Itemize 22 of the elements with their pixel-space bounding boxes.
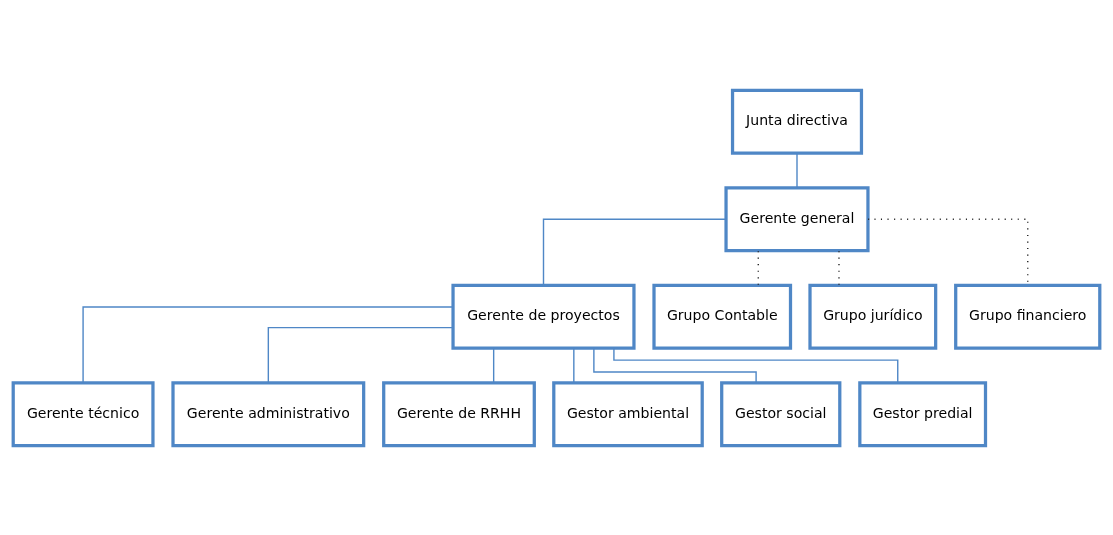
connector: [267, 326, 454, 383]
node-box: Gestor predial: [858, 380, 988, 447]
connector: [757, 249, 759, 286]
node-box: Gerente de RRHH: [382, 380, 536, 447]
node-box: Grupo financiero: [954, 283, 1102, 350]
connector: [593, 347, 757, 383]
node-box: Grupo jurídico: [808, 283, 938, 350]
node-box: Grupo Contable: [652, 283, 793, 350]
node-box: Gerente técnico: [11, 380, 155, 447]
node-box: Gerente de proyectos: [451, 283, 636, 350]
node-box: Gestor ambiental: [552, 380, 704, 447]
connector: [492, 347, 495, 383]
node-box: Gestor social: [720, 380, 842, 447]
connector: [542, 218, 727, 286]
node-box: Gerente general: [724, 185, 870, 252]
node-box: Gerente administrativo: [171, 380, 366, 447]
node-box: Junta directiva: [730, 88, 864, 155]
connector: [613, 347, 899, 383]
connector: [838, 249, 840, 286]
connector: [82, 305, 454, 383]
connector: [573, 347, 575, 383]
connector: [796, 152, 798, 188]
